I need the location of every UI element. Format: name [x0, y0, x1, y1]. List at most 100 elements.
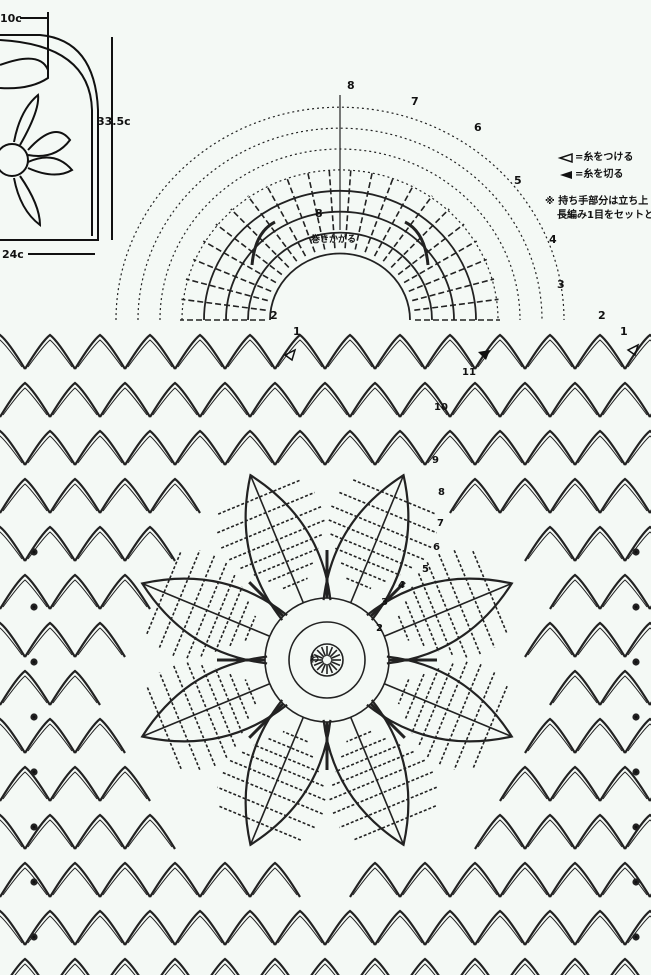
chain-loop-inner	[627, 723, 651, 752]
chain-loop	[0, 765, 51, 802]
chain-loop	[524, 717, 576, 754]
chain-loop	[574, 717, 626, 754]
stitch	[329, 649, 338, 658]
chain-loop	[349, 861, 401, 898]
handle-round	[137, 127, 543, 321]
chain-loop	[524, 525, 576, 562]
chain-loop	[399, 861, 451, 898]
petal-stitch-row	[331, 505, 434, 549]
petal-outline	[322, 473, 410, 621]
chain-loop-inner	[202, 387, 248, 416]
chain-loop	[349, 381, 401, 418]
chain-loop	[0, 621, 26, 658]
chain-loop-inner	[464, 963, 486, 975]
petal-stitch-row	[438, 664, 482, 767]
edge-dot	[30, 658, 38, 666]
chain-loop-inner	[27, 435, 73, 464]
petal-gap-bar	[248, 581, 285, 618]
arrow-left	[250, 220, 276, 266]
chain-loop-inner	[577, 723, 623, 752]
chain-loop-inner	[102, 771, 148, 800]
edge-dot	[632, 548, 640, 556]
chain-loop	[549, 669, 601, 706]
chain-loop	[124, 525, 176, 562]
chain-loop-inner	[477, 819, 523, 848]
join-label: 巻きかがる	[311, 235, 357, 245]
chain-loop	[74, 909, 126, 946]
petal-stitch-row	[331, 771, 434, 815]
petal-spine	[249, 474, 305, 604]
petal-spine	[141, 682, 271, 738]
chain-loop-inner	[52, 483, 98, 512]
chain-loop	[360, 957, 390, 975]
chain-loop	[374, 333, 426, 370]
chain-loop	[210, 957, 240, 975]
chain-loop	[624, 717, 651, 754]
chain-loop	[24, 525, 76, 562]
chain-loop-inner	[427, 339, 473, 368]
chain-loop-inner	[27, 531, 73, 560]
chain-loop	[499, 381, 551, 418]
chain-loop	[524, 429, 576, 466]
chain-loop-inner	[0, 339, 23, 368]
petal-outline	[366, 577, 514, 665]
diagonal-row-label: 5	[422, 564, 429, 575]
chain-loop-inner	[252, 867, 298, 896]
chain-loop	[124, 429, 176, 466]
chain-loop-inner	[77, 819, 123, 848]
petal-stitch-row	[397, 615, 410, 641]
chain-loop	[499, 765, 551, 802]
handle-stitch	[285, 176, 316, 253]
chain-loop-inner	[102, 579, 148, 608]
open-triangle-icon	[626, 343, 640, 357]
handle-stitch	[247, 195, 298, 262]
chain-loop	[624, 621, 651, 658]
diagonal-row-label: 7	[437, 518, 444, 529]
chain-loop-inner	[127, 819, 173, 848]
petal-outline	[366, 655, 514, 743]
handle-stitch	[306, 171, 326, 250]
center-ring-label: わ	[310, 655, 320, 665]
chain-loop-inner	[77, 339, 123, 368]
chain-loop	[274, 429, 326, 466]
chain-loop	[599, 477, 651, 514]
chain-loop-inner	[552, 867, 598, 896]
stitch	[320, 646, 327, 657]
chain-loop-inner	[0, 915, 23, 944]
chain-loop	[249, 861, 301, 898]
chain-loop	[74, 525, 126, 562]
chain-loop-inner	[552, 579, 598, 608]
chain-loop	[224, 333, 276, 370]
petal-outline	[140, 655, 288, 743]
right-row-1: 1	[620, 325, 628, 338]
chain-loop	[599, 573, 651, 610]
chain-loop-inner	[502, 867, 548, 896]
chain-loop	[474, 429, 526, 466]
handle-stitch	[185, 278, 268, 302]
chain-loop-inner	[52, 675, 98, 704]
chain-loop-inner	[227, 915, 273, 944]
chain-loop	[549, 573, 601, 610]
chain-loop	[310, 957, 340, 975]
legend-attach-yarn: =糸をつける	[575, 152, 634, 163]
chain-loop	[524, 333, 576, 370]
handle-stitch	[344, 168, 352, 249]
chain-loop-inner	[202, 867, 248, 896]
petal-gap-bar	[369, 702, 406, 739]
chain-loop	[174, 909, 226, 946]
chain-loop-inner	[627, 339, 651, 368]
chain-loop	[124, 909, 176, 946]
chain-loop	[149, 477, 201, 514]
petal-stitch-row	[346, 730, 372, 743]
chain-loop	[549, 765, 601, 802]
chain-loop-inner	[52, 387, 98, 416]
center-ring	[310, 643, 344, 677]
chain-loop-inner	[527, 819, 573, 848]
diagonal-row-label: 8	[438, 487, 445, 498]
chain-loop-inner	[427, 435, 473, 464]
chain-loop-inner	[227, 339, 273, 368]
petal-spine	[383, 582, 513, 638]
chain-loop	[299, 381, 351, 418]
diagonal-row-label: 6	[433, 542, 440, 553]
